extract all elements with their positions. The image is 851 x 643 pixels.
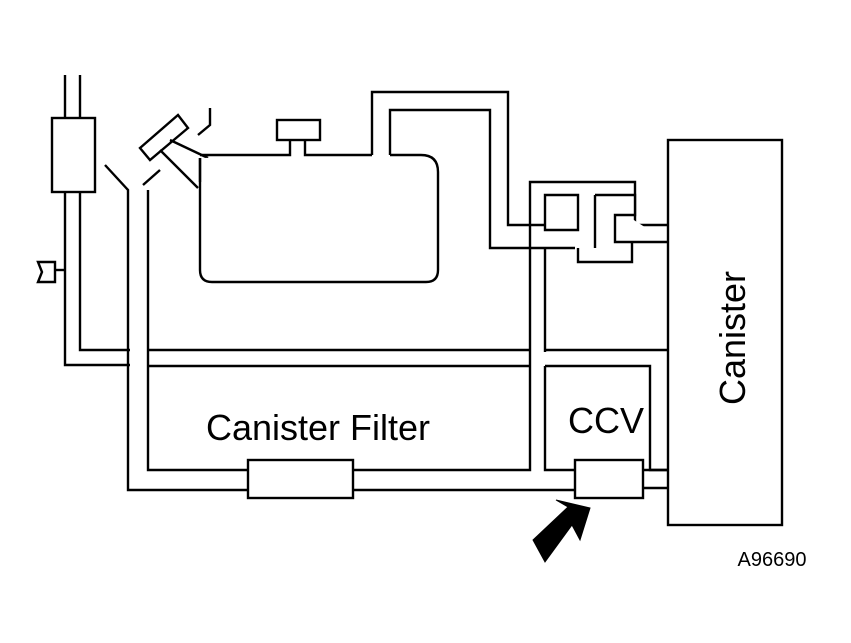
canister-filter: [246, 458, 355, 500]
figure-id: A96690: [738, 549, 807, 571]
main-pipes: [148, 348, 668, 472]
pointer-arrow: [532, 499, 591, 563]
vent-fitting: [36, 260, 65, 284]
vent-pipe-left: [63, 75, 130, 367]
ccv-valve: [573, 458, 645, 500]
valve-assembly: [528, 180, 668, 352]
tank-cap: [275, 118, 322, 142]
canister-label: Canister: [712, 271, 753, 405]
ccv-label: CCV: [568, 400, 644, 441]
canister-filter-label: Canister Filter: [206, 407, 430, 448]
canister: [666, 138, 784, 527]
fuel-tank: [198, 140, 440, 284]
inline-component: [50, 116, 97, 194]
fuel-filler-cap: [138, 108, 212, 189]
tank-vapor-line: [370, 90, 575, 250]
